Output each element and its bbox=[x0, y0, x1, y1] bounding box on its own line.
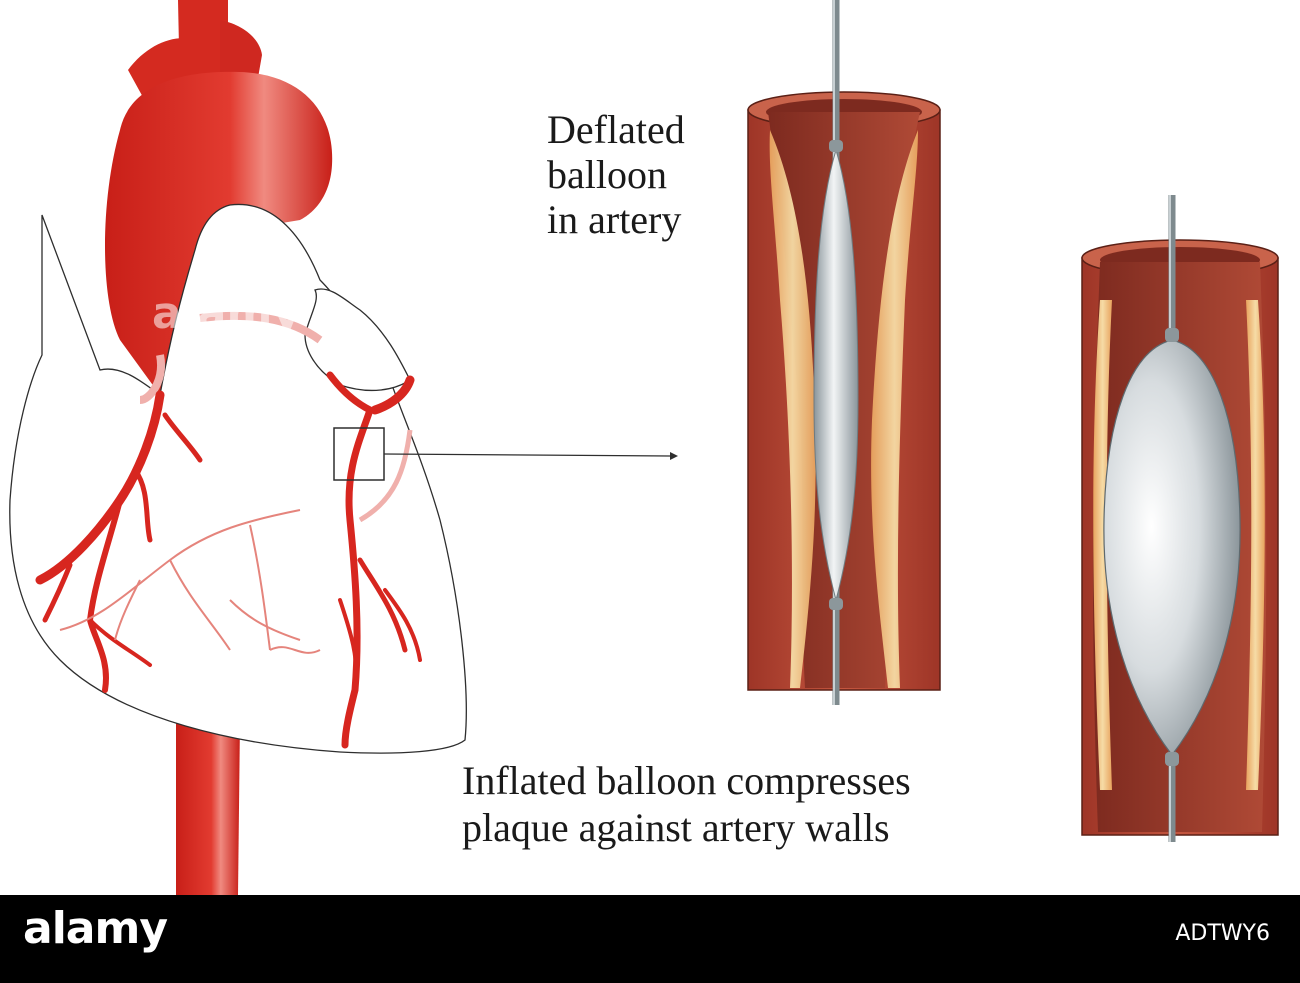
inflated-balloon-label: Inflated balloon compresses plaque again… bbox=[462, 757, 911, 851]
zoom-pointer-line bbox=[383, 453, 671, 457]
deflated-label-line-3: in artery bbox=[547, 196, 682, 242]
angioplasty-illustration bbox=[9, 0, 1279, 895]
right-coronary-artery bbox=[35, 390, 203, 693]
cardiac-veins bbox=[59, 509, 321, 654]
image-id: ADTWY6 bbox=[1175, 921, 1270, 946]
deflated-label-line-1: Deflated bbox=[547, 107, 685, 152]
deflated-balloon-label: Deflated balloon in artery bbox=[547, 107, 685, 242]
deflated-label-line-2: balloon bbox=[547, 151, 667, 197]
stock-footer-bar: alamy ADTWY6 bbox=[0, 895, 1300, 983]
watermark: alamy bbox=[152, 288, 301, 339]
inflated-artery-section bbox=[1081, 195, 1279, 842]
deflated-artery-section bbox=[747, 0, 941, 705]
heart-drawing bbox=[9, 0, 678, 895]
inflated-label-line-2: plaque against artery walls bbox=[462, 805, 890, 851]
left-anterior-descending-artery bbox=[326, 371, 422, 749]
inflated-label-line-1: Inflated balloon compresses bbox=[462, 758, 911, 803]
brand-logo: alamy bbox=[23, 903, 168, 954]
